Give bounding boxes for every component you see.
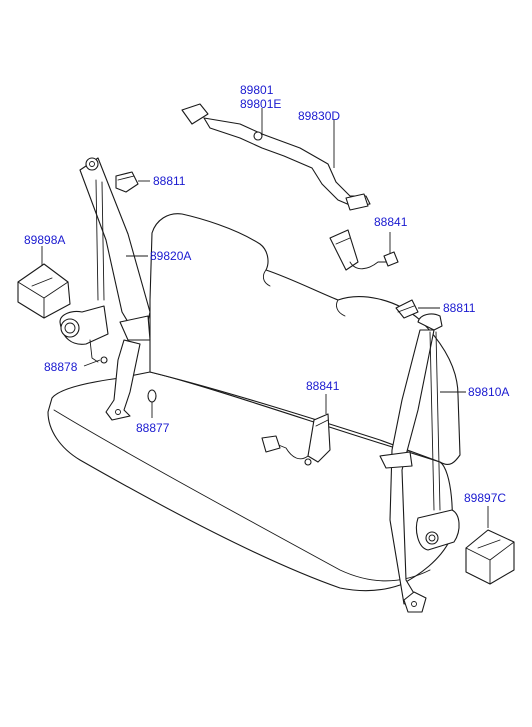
buckle-88841-top: [329, 229, 399, 271]
seat-backrest: [149, 213, 461, 465]
label-89801: 89801: [240, 83, 274, 97]
label-88878: 88878: [44, 360, 78, 374]
center-belt-89830d: [181, 103, 371, 211]
part-labels: 89801 89801E 89830D 88811 88841 89898A 8…: [24, 83, 509, 505]
clip-88811-top: [115, 171, 139, 193]
buckle-88841-mid: [261, 413, 331, 466]
label-89820a: 89820A: [150, 249, 191, 263]
left-seatbelt-assembly: [59, 157, 151, 421]
label-89801e: 89801E: [240, 97, 281, 111]
label-89810a: 89810A: [468, 385, 509, 399]
label-88811-top: 88811: [153, 174, 186, 188]
cover-89897c: [465, 529, 515, 585]
label-88841-mid: 88841: [306, 379, 340, 393]
label-88877: 88877: [136, 421, 170, 435]
label-89897c: 89897C: [464, 491, 506, 505]
cover-89898a: [17, 263, 71, 319]
right-seatbelt-assembly: [379, 313, 460, 613]
label-88841-top: 88841: [374, 215, 408, 229]
label-88811-right: 88811: [443, 301, 476, 315]
label-89830d: 89830D: [298, 109, 340, 123]
label-89898a: 89898A: [24, 233, 65, 247]
grommet-88877: [147, 389, 157, 403]
clip-88811-right: [395, 299, 419, 319]
leader-lines: [41, 108, 489, 528]
